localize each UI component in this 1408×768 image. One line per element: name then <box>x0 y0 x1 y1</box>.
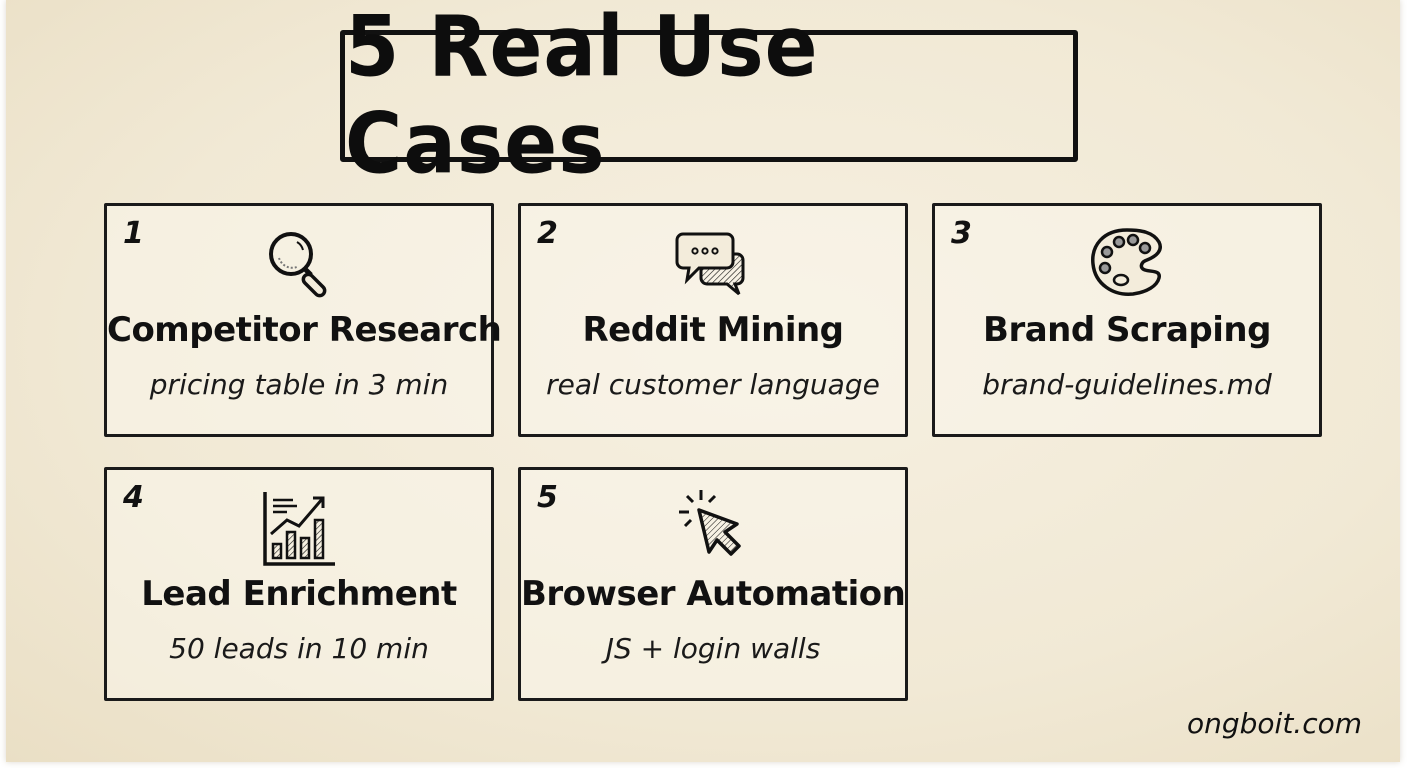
title-box: 5 Real Use Cases <box>340 0 1078 193</box>
magnifying-glass-icon <box>257 222 341 306</box>
card-title: Reddit Mining <box>582 310 844 350</box>
growth-chart-icon <box>257 486 341 570</box>
chat-bubbles-icon <box>671 222 755 306</box>
card-subtitle: brand-guidelines.md <box>982 368 1272 401</box>
card-title: Browser Automation <box>521 574 906 614</box>
card-subtitle: 50 leads in 10 min <box>169 632 429 665</box>
paint-palette-icon <box>1085 222 1169 306</box>
page-title: 5 Real Use Cases <box>345 0 819 194</box>
footer-brand-link[interactable]: ongboit.com <box>1186 707 1362 740</box>
use-case-card-browser-automation: 5 Browser Automation JS + login walls <box>518 467 908 701</box>
page: 5 Real Use Cases 1 Competitor Research p… <box>6 0 1400 762</box>
card-number: 5 <box>537 480 558 515</box>
card-subtitle: JS + login walls <box>605 632 821 665</box>
card-subtitle: pricing table in 3 min <box>149 368 449 401</box>
card-title: Brand Scraping <box>983 310 1271 350</box>
card-number: 4 <box>123 480 144 515</box>
use-case-card-lead-enrichment: 4 Lead Enrichment 50 lead <box>104 467 494 701</box>
use-case-card-competitor-research: 1 Competitor Research pricing table in 3… <box>104 203 502 437</box>
card-title: Competitor Research <box>107 310 502 350</box>
use-case-card-brand-scraping: 3 Brand Scraping brand-guidelines.md <box>932 203 1322 437</box>
card-number: 2 <box>537 216 558 251</box>
use-case-card-reddit-mining: 2 Reddit Mining real customer language <box>518 203 908 437</box>
card-number: 3 <box>951 216 972 251</box>
cursor-click-icon <box>671 486 755 570</box>
card-number: 1 <box>123 216 144 251</box>
card-subtitle: real customer language <box>546 368 880 401</box>
card-title: Lead Enrichment <box>141 574 457 614</box>
